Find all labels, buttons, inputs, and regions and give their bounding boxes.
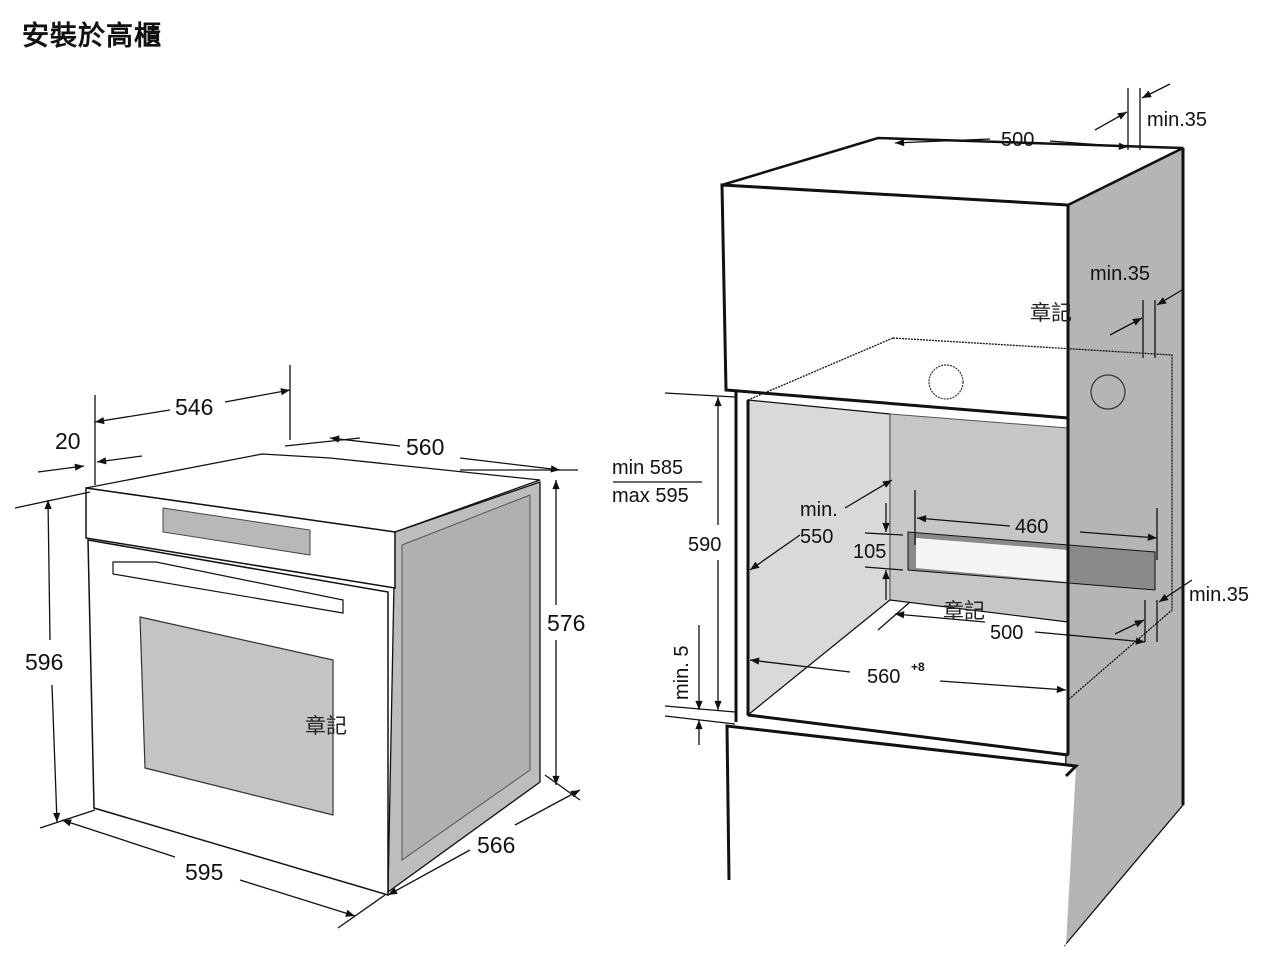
dim-596: 596 — [25, 649, 63, 675]
dim-105: 105 — [853, 541, 886, 563]
dim-566: 566 — [477, 832, 515, 858]
oven-side-inner — [401, 494, 531, 861]
upper-cabinet-front — [720, 183, 1070, 420]
dim-500-top: 500 — [1001, 129, 1034, 151]
dim-546: 546 — [175, 394, 213, 420]
niche-min-label: min 585 — [612, 457, 683, 479]
dim-560-oven: 560 — [406, 434, 444, 460]
dim-depth-min: min. — [800, 499, 838, 521]
oven-handle — [112, 561, 344, 614]
dim-500-floor: 500 — [990, 622, 1023, 644]
lower-cabinet-front — [727, 726, 1076, 945]
dim-550: 550 — [800, 526, 833, 548]
cabinet-drawing: 500 min.35 min.35 min.35 min 585 max 595… — [612, 83, 1249, 947]
watermark: 章記 — [305, 714, 347, 738]
niche-max-label: max 595 — [612, 485, 689, 507]
oven-display — [162, 507, 311, 556]
dim-min35-top: min.35 — [1147, 109, 1207, 131]
dim-min5: min. 5 — [671, 646, 693, 700]
oven-window — [139, 616, 334, 816]
dim-min35-mid: min.35 — [1090, 263, 1150, 285]
watermark: 章記 — [943, 599, 985, 623]
dim-560-niche: 560 — [867, 666, 900, 688]
vent-hole-icon — [1090, 374, 1126, 410]
watermark: 章記 — [1030, 301, 1072, 325]
dim-590: 590 — [688, 534, 721, 556]
dim-min35-bottom: min.35 — [1189, 584, 1249, 606]
vent-hole-icon — [928, 364, 964, 400]
dim-460: 460 — [1015, 516, 1048, 538]
dim-576: 576 — [547, 610, 585, 636]
oven-drawing: 546 20 560 596 576 595 566 章記 — [14, 365, 585, 929]
dim-595: 595 — [185, 859, 223, 885]
page-title: 安裝於高櫃 — [22, 21, 162, 52]
dim-20: 20 — [55, 428, 81, 454]
dim-560-tolerance: +8 — [911, 660, 925, 674]
